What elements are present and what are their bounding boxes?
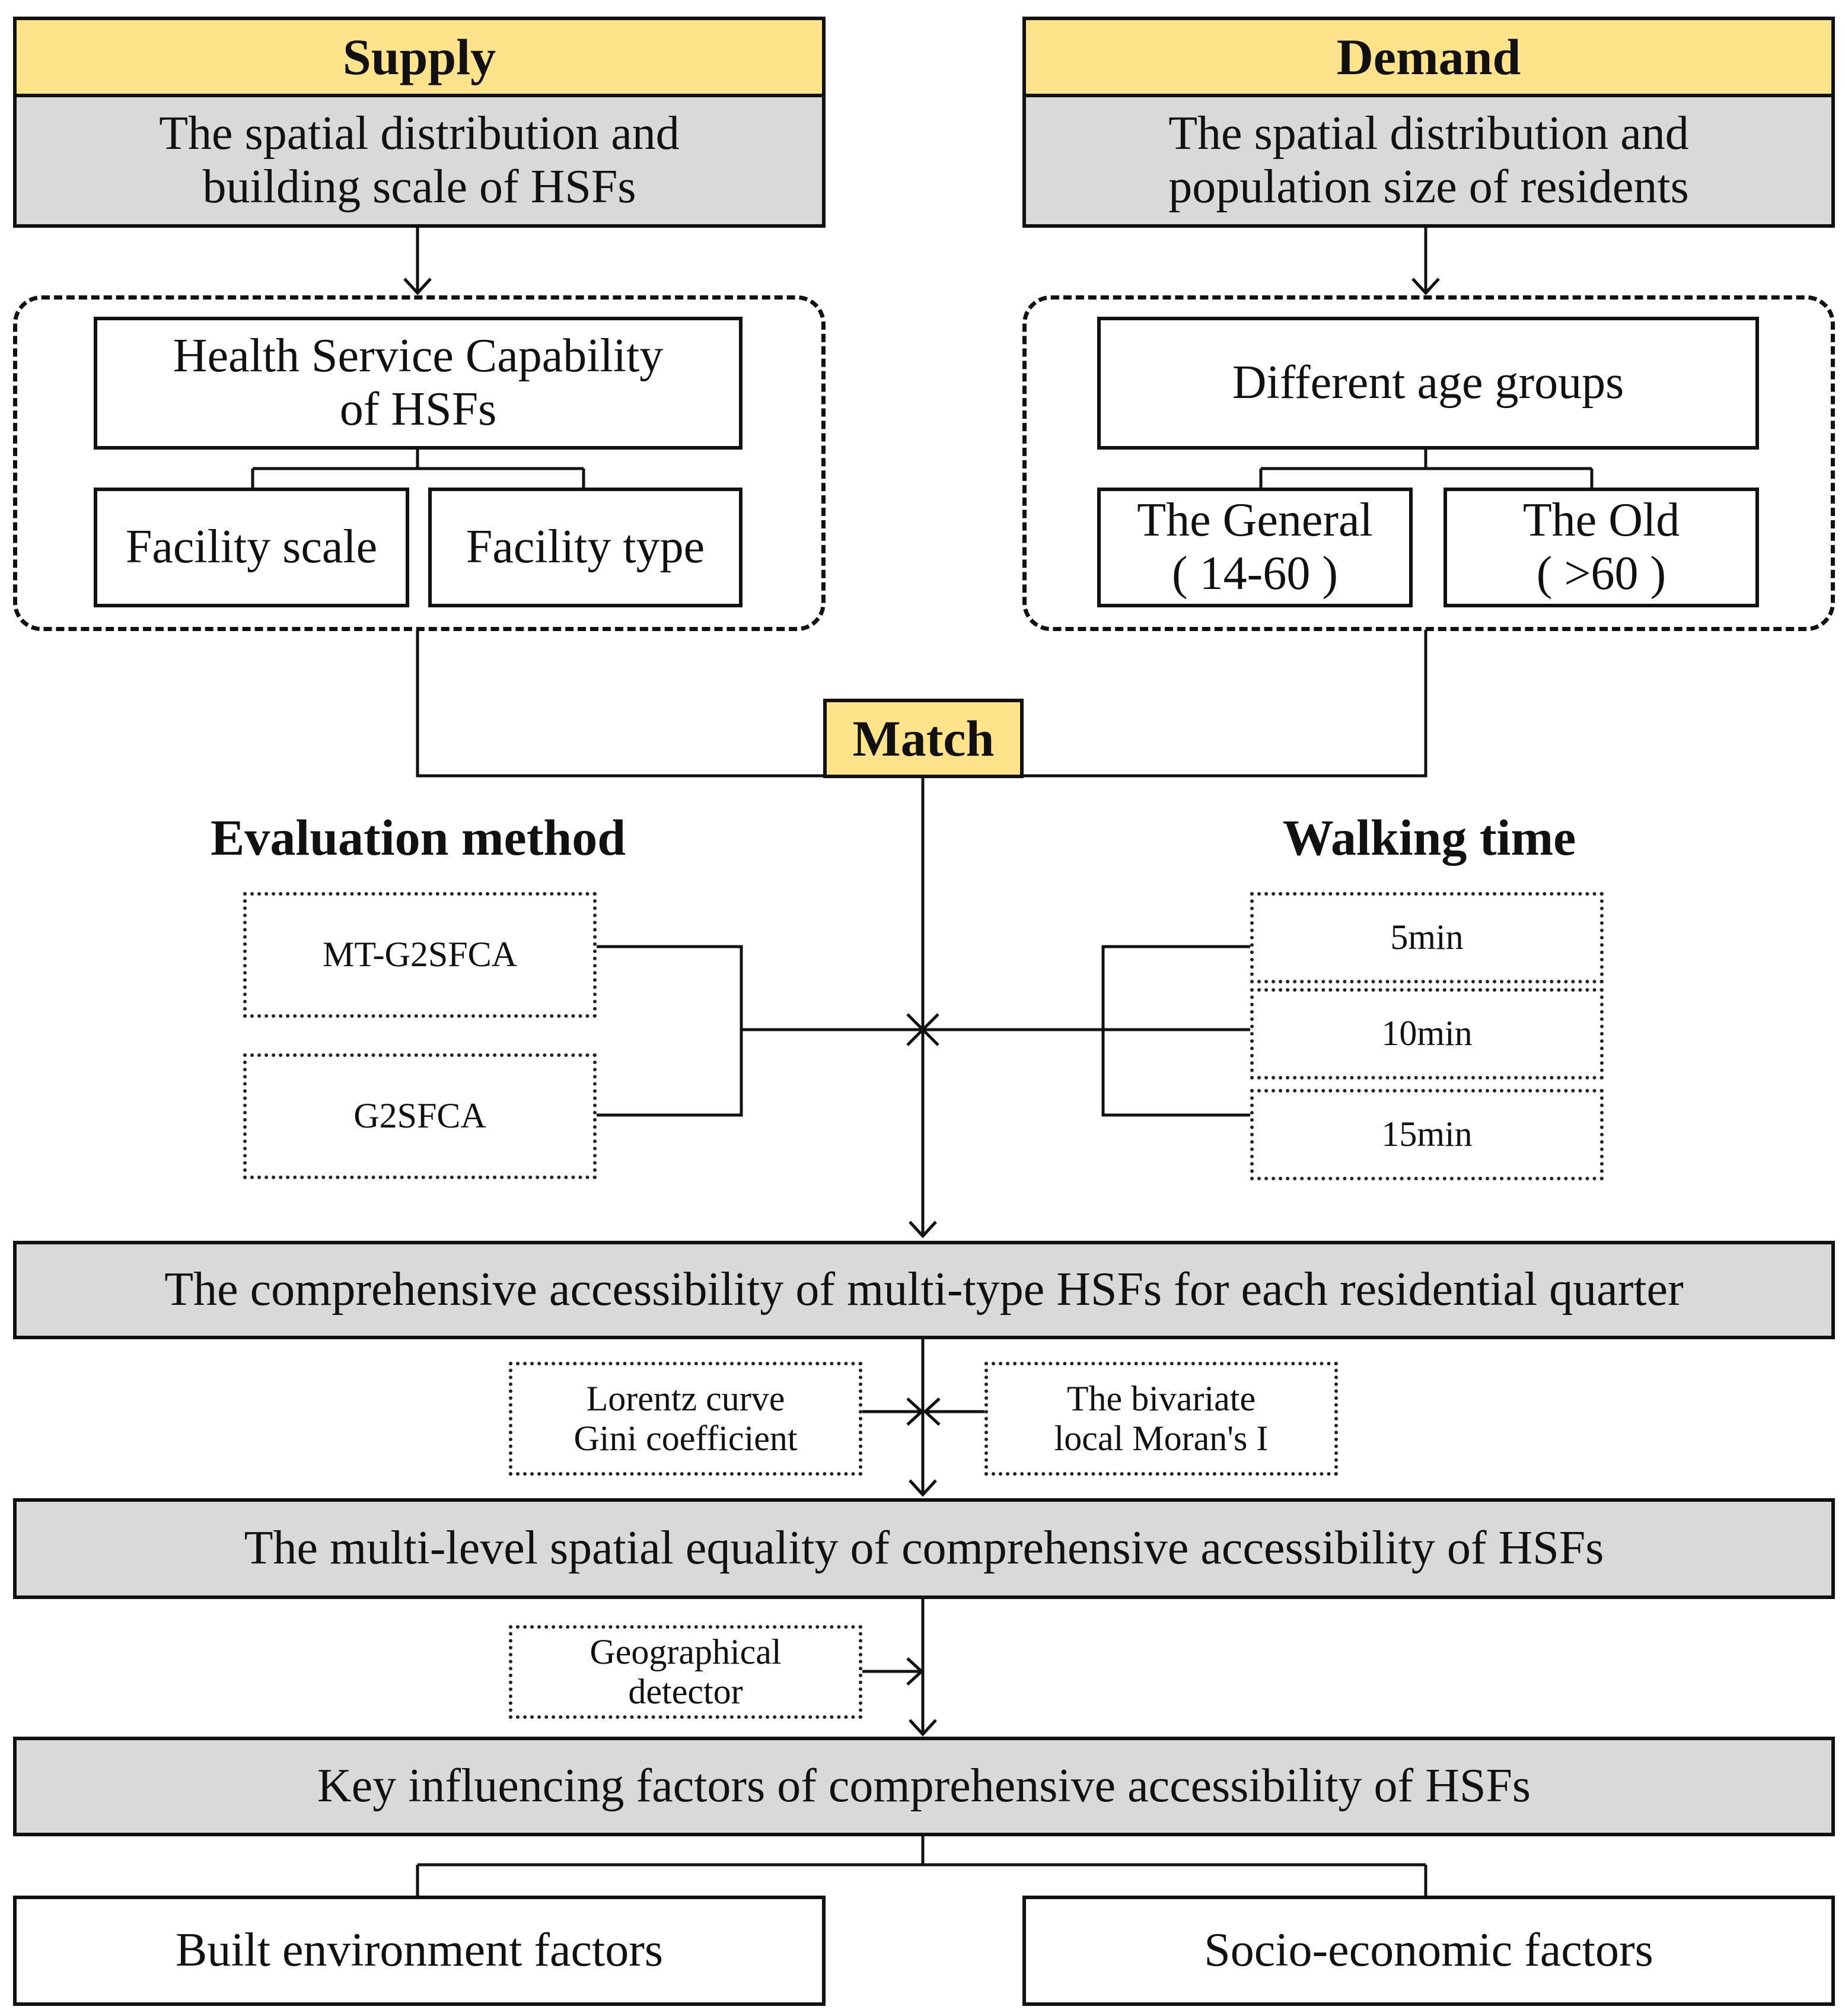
general-line1: The General	[1137, 494, 1373, 547]
capability-line1: Health Service Capability	[173, 330, 664, 383]
key-influencing-factors-box: Key influencing factors of comprehensive…	[13, 1737, 1835, 1836]
bivariate-text: The bivariate	[1066, 1378, 1256, 1418]
capability-line2: of HSFs	[339, 383, 497, 435]
old-age-box: The Old ( >60 )	[1444, 488, 1759, 607]
spatial-equality-box: The multi-level spatial equality of comp…	[13, 1498, 1835, 1599]
built-environment-factors-box: Built environment factors	[13, 1896, 826, 2006]
detector-text: detector	[628, 1672, 743, 1711]
demand-header: Demand	[1022, 17, 1835, 97]
evaluation-method-heading: Evaluation method	[210, 809, 626, 866]
demand-description-line1: The spatial distribution and	[1168, 107, 1689, 160]
match-box: Match	[823, 699, 1024, 778]
supply-description: The spatial distribution and building sc…	[13, 94, 826, 228]
demand-age-group	[1022, 295, 1835, 631]
facility-scale-box: Facility scale	[94, 488, 409, 607]
evaluation-method-item: MT-G2SFCA	[243, 892, 597, 1018]
general-line2: ( 14-60 )	[1172, 547, 1338, 600]
old-line1: The Old	[1522, 494, 1680, 547]
health-service-capability-box: Health Service Capability of HSFs	[94, 317, 743, 450]
comprehensive-accessibility-box: The comprehensive accessibility of multi…	[13, 1241, 1835, 1339]
geographical-detector-box: Geographical detector	[509, 1625, 862, 1719]
facility-type-box: Facility type	[428, 488, 743, 607]
socio-economic-factors-box: Socio-economic factors	[1022, 1896, 1835, 2006]
walking-time-item: 15min	[1250, 1089, 1604, 1180]
evaluation-method-item: G2SFCA	[243, 1053, 597, 1179]
local-moran-text: local Moran's I	[1054, 1419, 1269, 1458]
geographical-text: Geographical	[589, 1632, 782, 1671]
supply-header: Supply	[13, 17, 826, 97]
old-line2: ( >60 )	[1536, 547, 1666, 600]
walking-time-heading: Walking time	[1282, 809, 1576, 866]
lorentz-gini-box: Lorentz curve Gini coefficient	[509, 1362, 862, 1476]
demand-description: The spatial distribution and population …	[1022, 94, 1835, 228]
demand-description-line2: population size of residents	[1168, 161, 1689, 213]
gini-coefficient-text: Gini coefficient	[573, 1419, 798, 1458]
walking-time-item: 5min	[1250, 892, 1604, 983]
supply-capability-group	[13, 295, 826, 631]
supply-description-line2: building scale of HSFs	[202, 161, 636, 213]
lorentz-curve-text: Lorentz curve	[586, 1378, 785, 1418]
general-age-box: The General ( 14-60 )	[1097, 488, 1413, 607]
bivariate-moran-box: The bivariate local Moran's I	[984, 1362, 1338, 1476]
supply-description-line1: The spatial distribution and	[159, 107, 680, 160]
different-age-groups-box: Different age groups	[1097, 317, 1759, 450]
walking-time-item: 10min	[1250, 988, 1604, 1079]
